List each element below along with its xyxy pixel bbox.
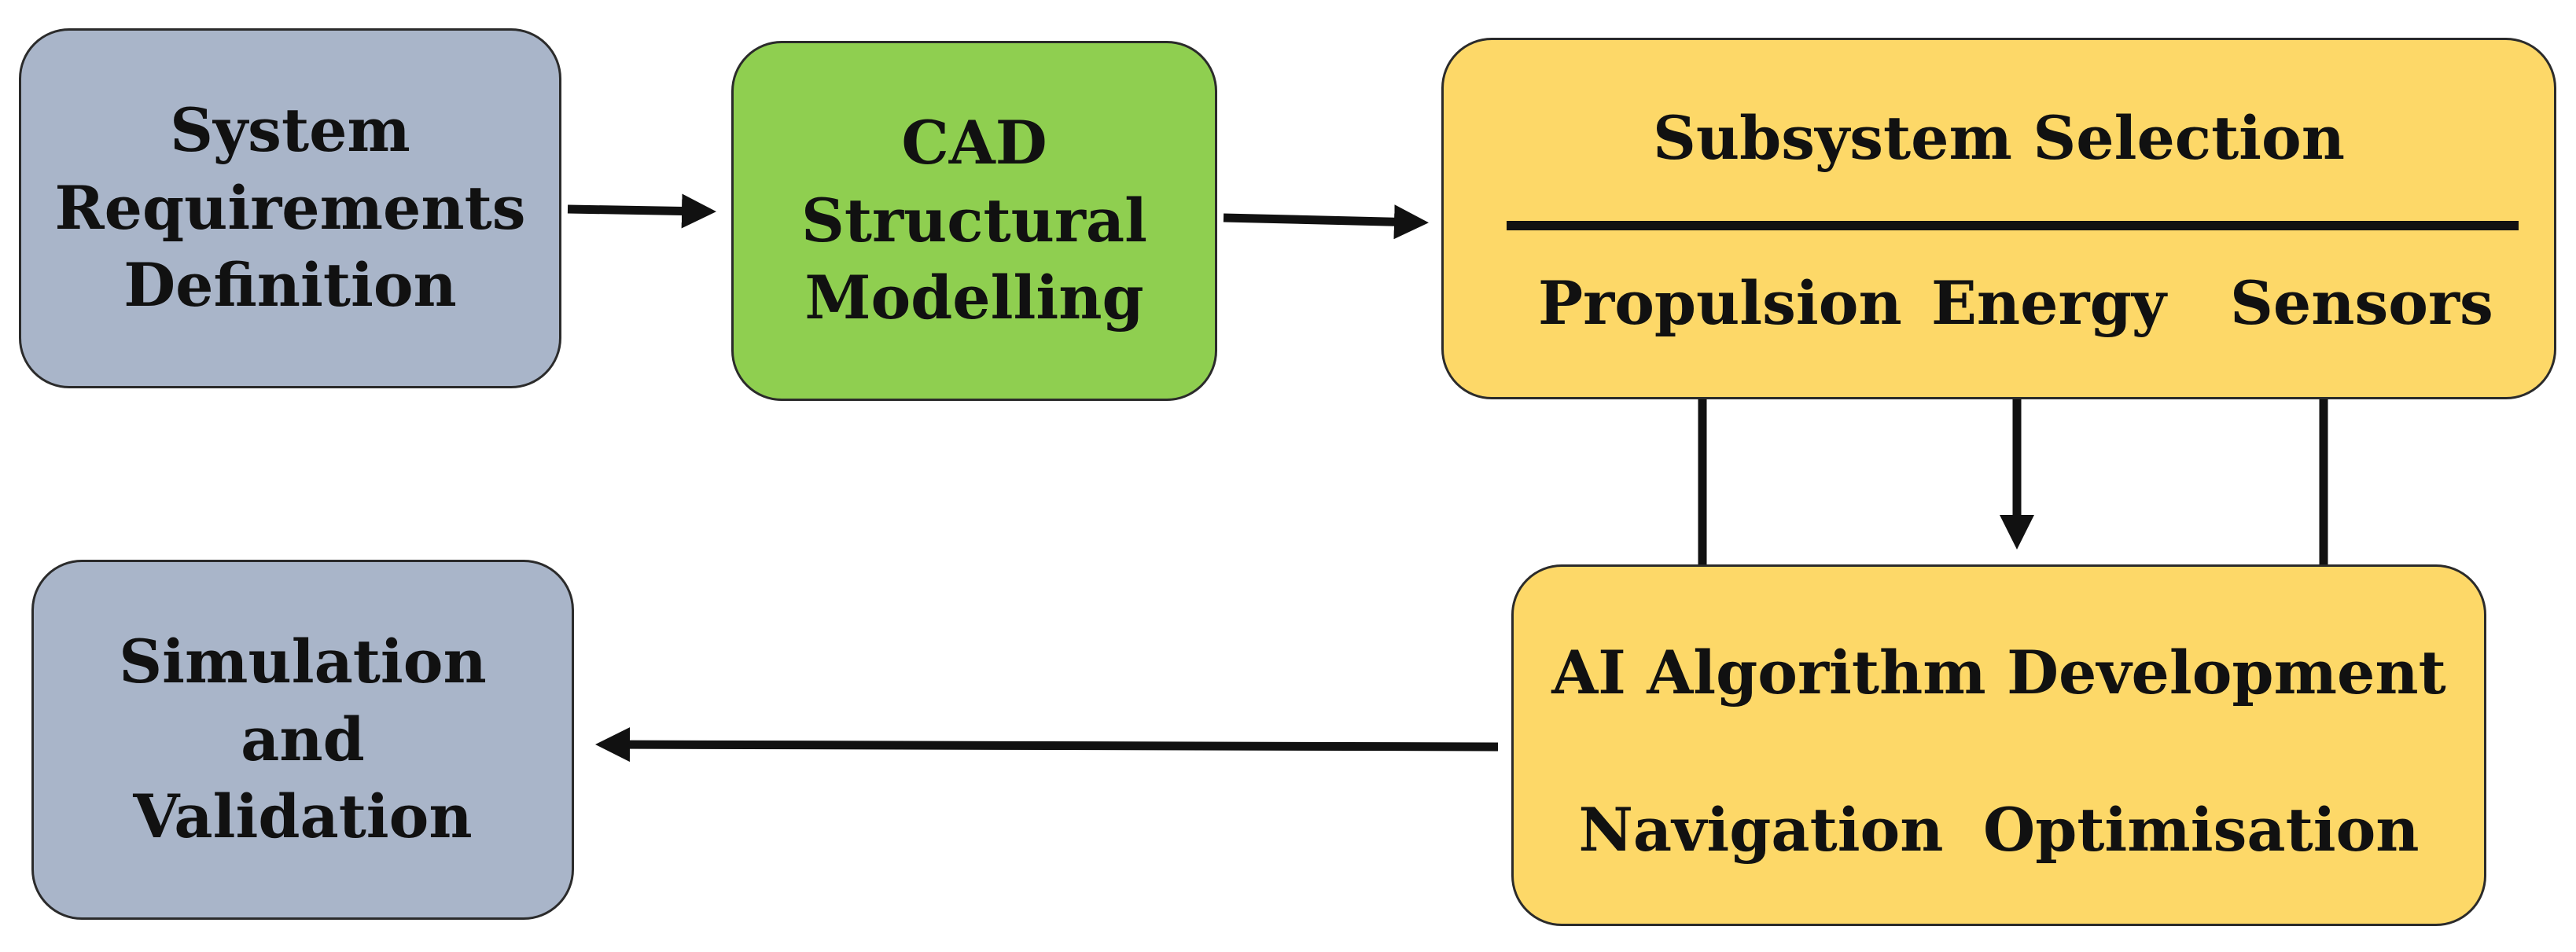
ai-item-navigation: Navigation [1578,795,1944,865]
simulation-line-1: Simulation [119,626,487,697]
cad-line-2: Structural [800,185,1148,255]
ai-algorithm-box: AI Algorithm Development Navigation Opti… [1511,564,2486,926]
subsystem-title: Subsystem Selection [1652,103,2345,173]
ai-title: AI Algorithm Development [1551,638,2446,708]
ai-items: Navigation Optimisation [1514,795,2484,865]
arrow-ai-to-simulation [595,727,1499,763]
requirements-line-3: Definition [123,250,457,321]
cad-line-1: CAD [901,107,1047,178]
subsystem-item-propulsion: Propulsion [1538,268,1902,338]
cad-modelling-box: CAD Structural Modelling [731,41,1217,401]
simulation-validation-box: Simulation and Validation [31,560,574,920]
arrow-cad-to-subsystem [1223,204,1429,240]
arrow-requirements-to-cad [567,193,716,229]
simulation-line-2: and [241,704,365,774]
subsystem-divider [1507,221,2519,230]
subsystem-item-sensors: Sensors [2230,268,2493,338]
requirements-line-2: Requirements [54,172,526,243]
requirements-definition-box: System Requirements Definition [19,28,561,388]
simulation-line-3: Validation [133,781,473,852]
subsystem-selection-box: Subsystem Selection Propulsion Energy Se… [1441,38,2556,399]
cad-line-3: Modelling [804,263,1144,333]
requirements-line-1: System [170,94,410,165]
ai-item-optimisation: Optimisation [1982,795,2420,865]
subsystem-item-energy: Energy [1931,268,2166,338]
